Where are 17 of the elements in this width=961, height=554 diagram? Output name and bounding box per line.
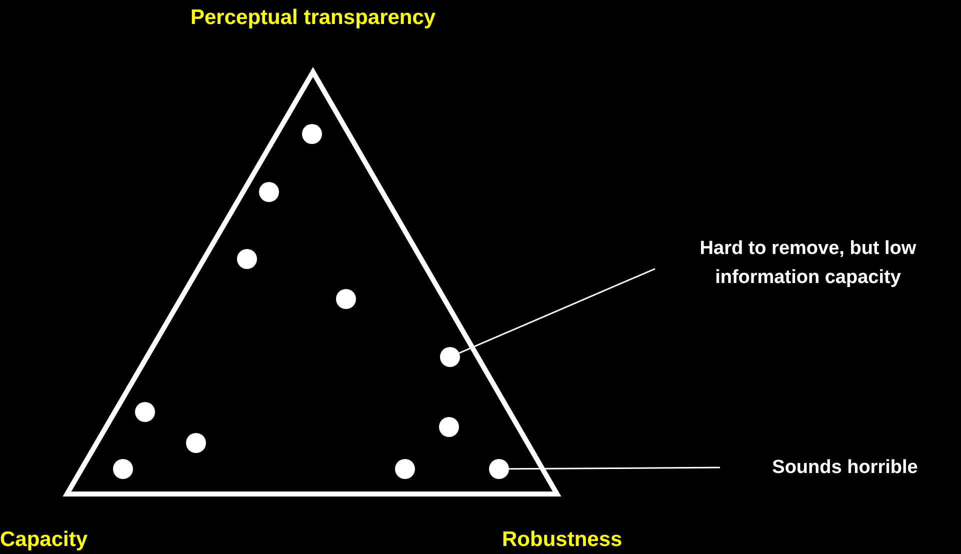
dot-marker: [439, 417, 459, 437]
leader-line: [509, 466, 720, 470]
dot-marker: [489, 459, 509, 479]
dot-marker: [135, 402, 155, 422]
callout-text: Hard to remove, but low information capacity: [655, 234, 961, 294]
dot-marker: [113, 459, 133, 479]
axis-label: Perceptual transparency: [190, 6, 436, 30]
dot-marker: [440, 347, 460, 367]
dot-marker: [395, 459, 415, 479]
axis-label: Capacity: [0, 528, 88, 552]
axis-label: Robustness: [502, 528, 622, 552]
dot-marker: [237, 249, 257, 269]
dot-marker: [336, 289, 356, 309]
dot-marker: [259, 182, 279, 202]
dot-marker: [302, 124, 322, 144]
dot-marker: [186, 433, 206, 453]
callout-text: Sounds horrible: [720, 453, 961, 482]
